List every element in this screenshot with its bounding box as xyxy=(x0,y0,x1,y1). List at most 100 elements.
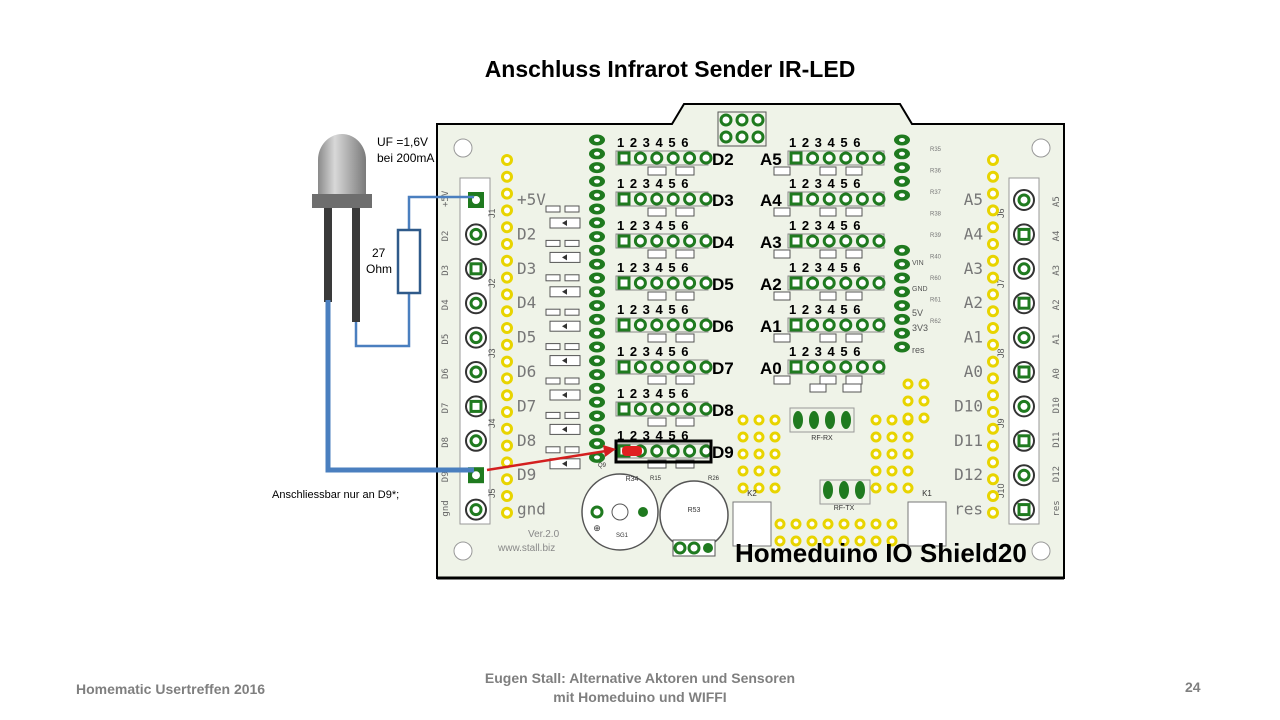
board-website: www.stall.biz xyxy=(497,543,555,554)
power-header: VINGND5V3V3resR35R36R37R38R39R40R60R61R6… xyxy=(894,134,942,355)
r34-label: R34 xyxy=(626,476,639,483)
svg-text:1 2 3 4 5 6: 1 2 3 4 5 6 xyxy=(617,302,688,317)
svg-text:D9: D9 xyxy=(441,471,451,482)
svg-text:D9: D9 xyxy=(517,465,536,484)
svg-text:1 2 3 4 5 6: 1 2 3 4 5 6 xyxy=(617,135,688,150)
svg-text:J4: J4 xyxy=(487,418,497,428)
board-version: Ver.2.0 xyxy=(528,529,560,540)
icsp-header xyxy=(717,111,767,147)
r15-label: R15 xyxy=(650,476,662,482)
svg-text:5V: 5V xyxy=(912,308,923,318)
rf-rx-label: RF-RX xyxy=(811,435,833,442)
right-yellow-header xyxy=(987,154,999,519)
svg-text:3V3: 3V3 xyxy=(912,323,928,333)
buzzer-label: SG1 xyxy=(616,533,629,539)
led-forward-voltage: UF =1,6V xyxy=(377,135,428,149)
svg-text:gnd: gnd xyxy=(517,500,546,519)
svg-text:res: res xyxy=(912,345,925,355)
mounting-hole xyxy=(1031,138,1051,158)
svg-text:A4: A4 xyxy=(964,224,983,243)
wire-cathode xyxy=(325,300,474,473)
svg-text:A2: A2 xyxy=(1052,299,1062,310)
resistor-27-ohm xyxy=(396,228,422,295)
svg-text:D11: D11 xyxy=(954,431,983,450)
svg-text:R36: R36 xyxy=(930,169,942,175)
slide-title: Anschluss Infrarot Sender IR-LED xyxy=(484,56,856,82)
rf-rx-module: RF-RX xyxy=(789,407,855,442)
wire-anode xyxy=(354,293,411,348)
svg-text:1 2 3 4 5 6: 1 2 3 4 5 6 xyxy=(789,260,860,275)
svg-text:J6: J6 xyxy=(996,208,1006,218)
svg-text:D10: D10 xyxy=(954,396,983,415)
relay-k1-label: K1 xyxy=(922,489,932,498)
left-yellow-header xyxy=(501,154,513,519)
svg-text:D10: D10 xyxy=(1052,397,1062,413)
led-current: bei 200mA xyxy=(377,151,434,165)
footer-line-1: Eugen Stall: Alternative Aktoren und Sen… xyxy=(484,670,796,686)
svg-text:R35: R35 xyxy=(930,147,942,153)
svg-text:D6: D6 xyxy=(517,362,536,381)
potentiometer-r53: R53 xyxy=(659,480,729,557)
svg-text:J8: J8 xyxy=(996,348,1006,358)
svg-text:D8: D8 xyxy=(517,431,536,450)
svg-text:A3: A3 xyxy=(1052,265,1062,276)
svg-text:+5V: +5V xyxy=(517,190,546,209)
svg-text:GND: GND xyxy=(912,286,928,293)
svg-text:R40: R40 xyxy=(930,255,942,261)
svg-text:D4: D4 xyxy=(517,293,536,312)
svg-text:A1: A1 xyxy=(760,317,782,336)
svg-text:R37: R37 xyxy=(930,190,942,196)
svg-text:A4: A4 xyxy=(760,191,782,210)
svg-text:J7: J7 xyxy=(996,278,1006,288)
svg-text:D3: D3 xyxy=(517,259,536,278)
svg-text:A5: A5 xyxy=(760,150,782,169)
mounting-hole xyxy=(453,541,473,561)
svg-text:D6: D6 xyxy=(441,368,451,379)
svg-text:D12: D12 xyxy=(1052,466,1062,482)
svg-text:J1: J1 xyxy=(487,208,497,218)
svg-text:D5: D5 xyxy=(712,275,734,294)
svg-text:D12: D12 xyxy=(954,465,983,484)
svg-text:D5: D5 xyxy=(441,334,451,345)
svg-text:R60: R60 xyxy=(930,276,942,282)
svg-text:R61: R61 xyxy=(930,298,942,304)
relay-k1 xyxy=(907,501,947,547)
svg-text:A0: A0 xyxy=(1052,368,1062,379)
d9-led-marker xyxy=(622,446,642,456)
svg-text:A1: A1 xyxy=(1052,334,1062,345)
arrow-to-d9 xyxy=(486,449,607,472)
relay-k2 xyxy=(732,501,772,547)
svg-text:J9: J9 xyxy=(996,418,1006,428)
relay-k2-label: K2 xyxy=(747,489,757,498)
svg-text:1 2 3 4 5 6: 1 2 3 4 5 6 xyxy=(789,176,860,191)
svg-text:⊕: ⊕ xyxy=(593,523,601,533)
svg-text:R62: R62 xyxy=(930,319,942,325)
prototype-area xyxy=(737,378,930,547)
svg-text:res: res xyxy=(954,500,983,519)
board-name: Homeduino IO Shield20 xyxy=(735,538,1027,568)
svg-text:D7: D7 xyxy=(441,403,451,414)
svg-text:D3: D3 xyxy=(712,191,734,210)
svg-text:1 2 3 4 5 6: 1 2 3 4 5 6 xyxy=(789,218,860,233)
svg-text:A0: A0 xyxy=(964,362,983,381)
svg-text:gnd: gnd xyxy=(441,500,451,516)
wire-resistor-top xyxy=(407,195,474,230)
svg-text:A1: A1 xyxy=(964,328,983,347)
svg-text:D7: D7 xyxy=(712,359,734,378)
svg-text:D4: D4 xyxy=(441,299,451,310)
svg-text:R38: R38 xyxy=(930,212,942,218)
svg-text:D9: D9 xyxy=(712,443,734,462)
svg-text:1 2 3 4 5 6: 1 2 3 4 5 6 xyxy=(789,302,860,317)
small-components xyxy=(545,205,581,470)
svg-text:D2: D2 xyxy=(517,224,536,243)
d9-highlight-box xyxy=(614,439,713,464)
svg-text:A0: A0 xyxy=(760,359,782,378)
svg-text:1 2 3 4 5 6: 1 2 3 4 5 6 xyxy=(789,135,860,150)
page-number: 24 xyxy=(1185,679,1201,695)
svg-text:R39: R39 xyxy=(930,233,942,239)
r26-label: R26 xyxy=(708,476,720,482)
